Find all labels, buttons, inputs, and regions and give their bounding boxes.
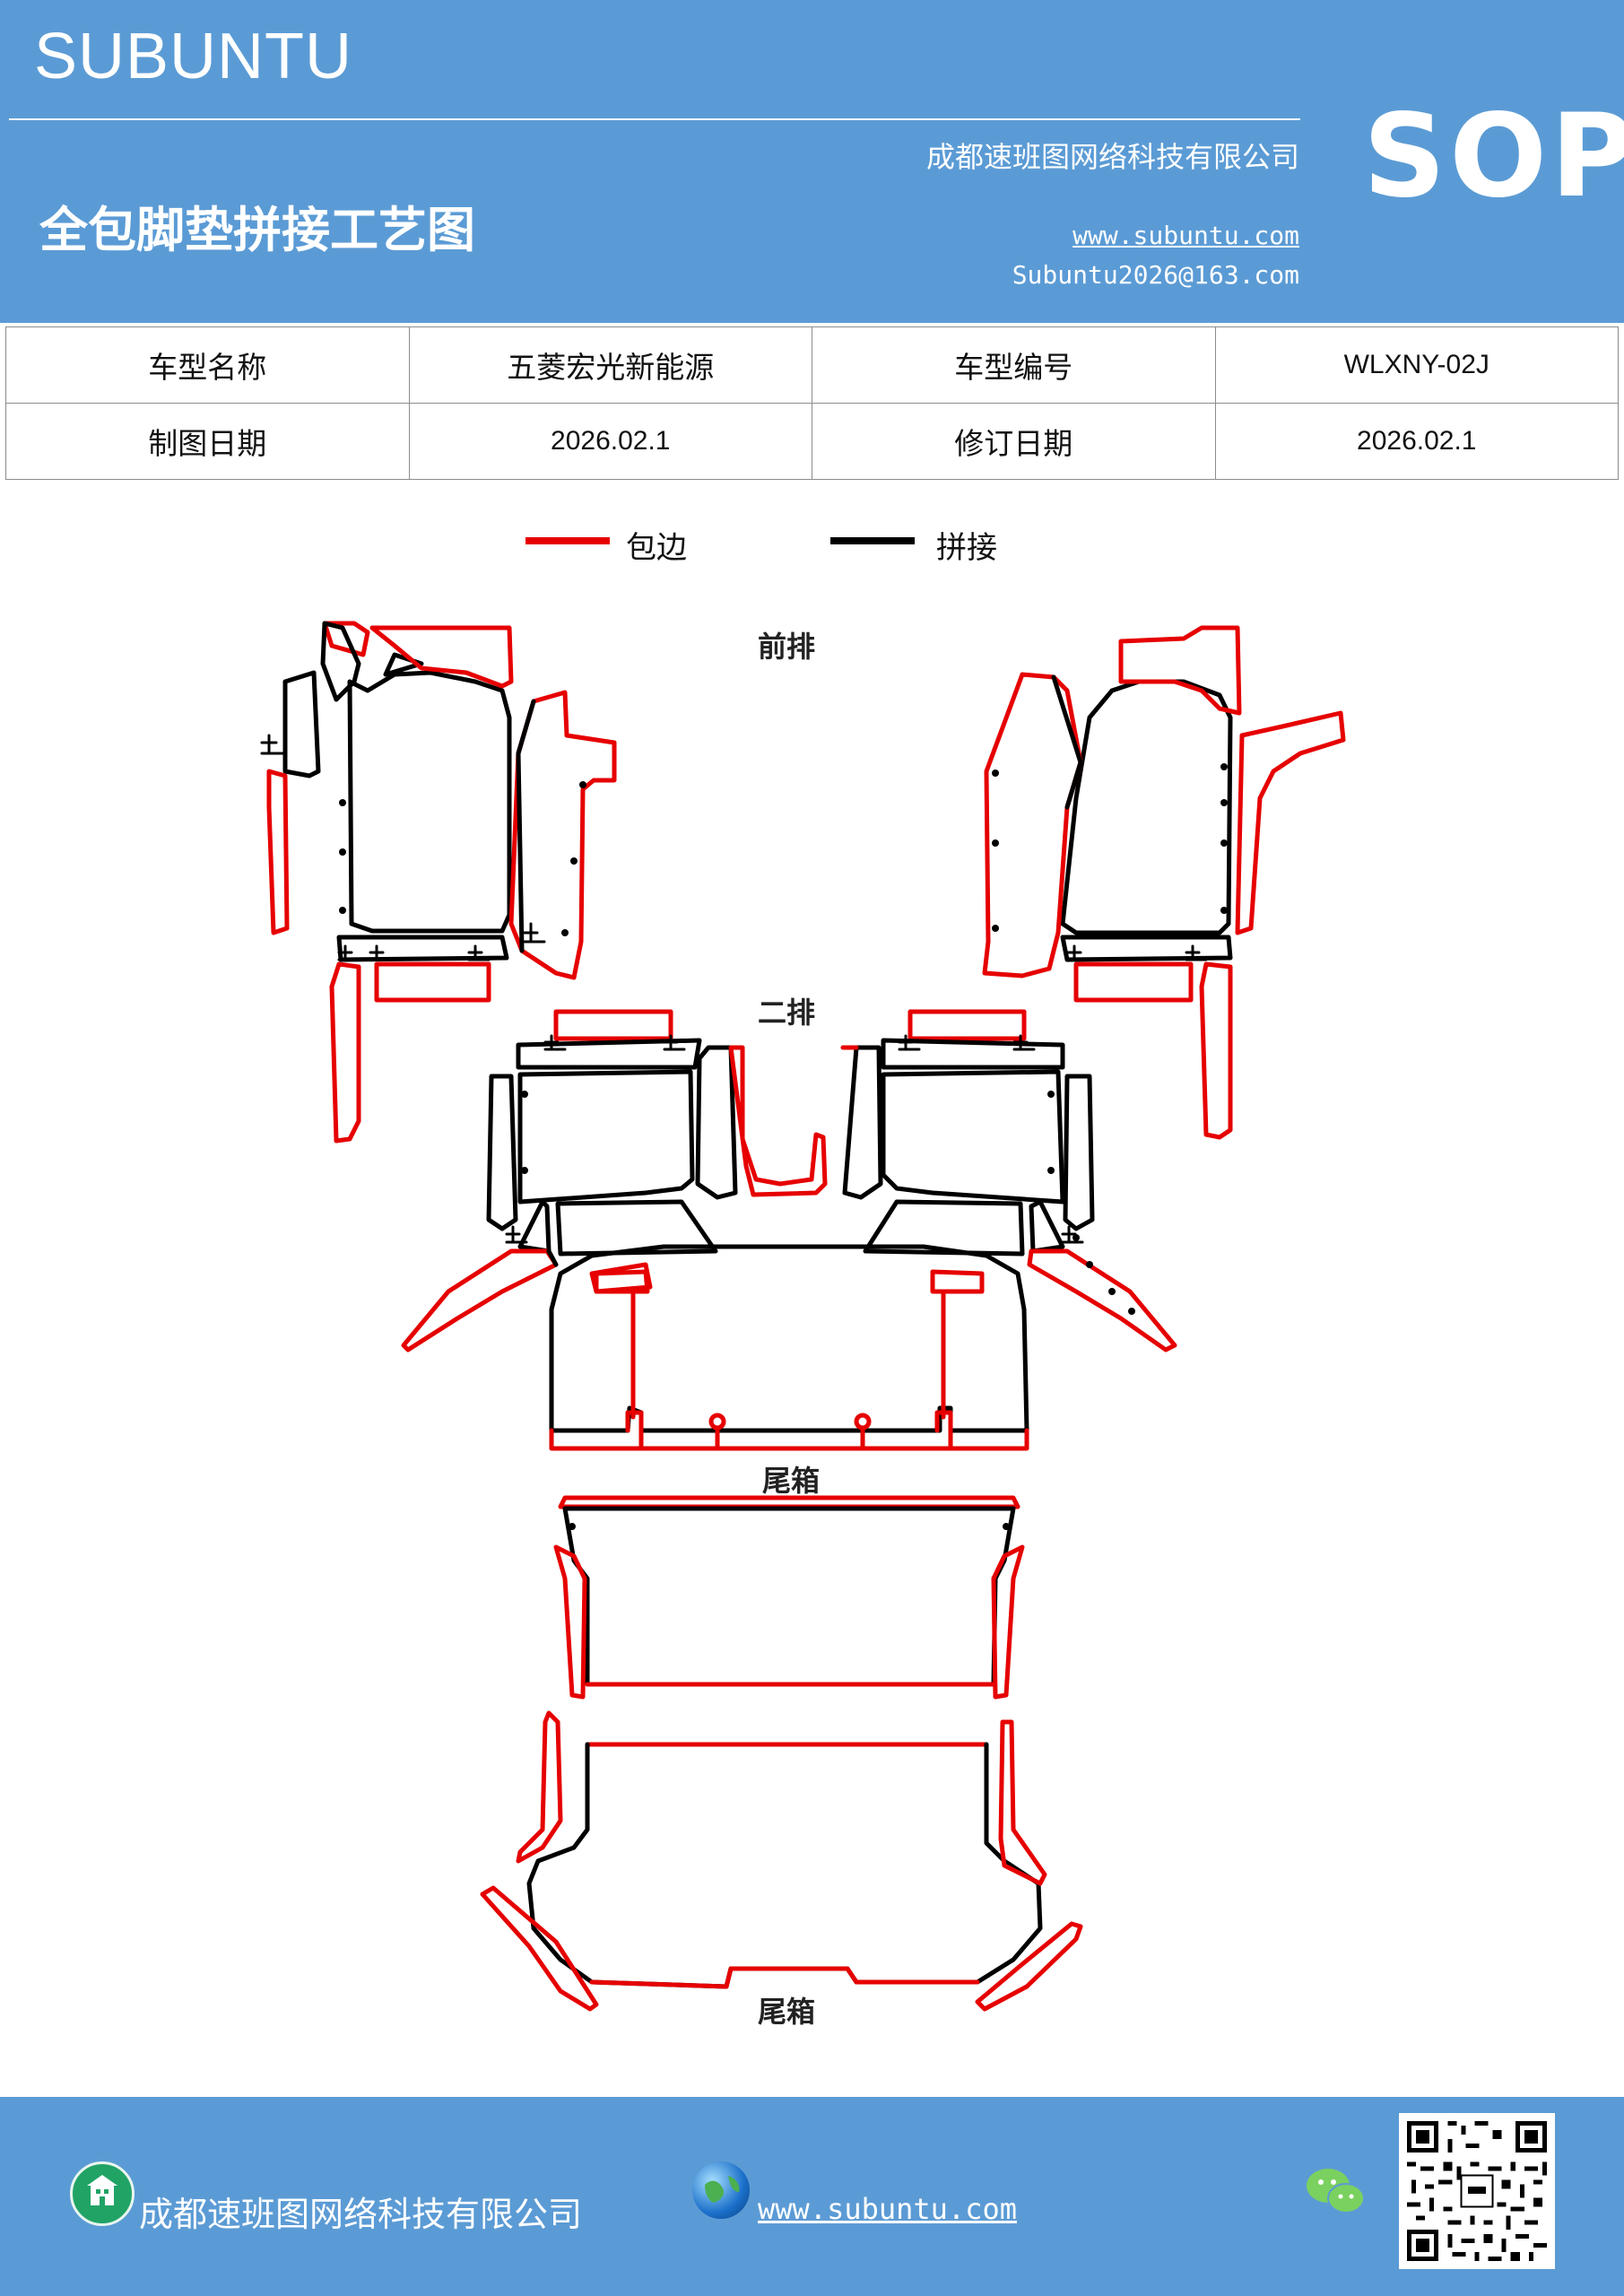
wechat-icon — [1305, 2164, 1368, 2218]
globe-icon — [692, 2161, 750, 2219]
header-banner: SUBUNTU 成都速班图网络科技有限公司 SOP 全包脚垫拼接工艺图 www.… — [0, 0, 1624, 323]
document-title: 全包脚垫拼接工艺图 — [39, 201, 475, 258]
section-label-trunk-upper: 尾箱 — [762, 1464, 821, 1498]
brand-logo: SUBUNTU — [34, 21, 353, 92]
sop-badge: SOP — [1363, 90, 1624, 223]
middle-floor-mat — [549, 1244, 1029, 1451]
trunk-upper-mats — [553, 1495, 1025, 1700]
footer-company-name: 成都速班图网络科技有限公司 — [139, 2195, 583, 2234]
footer-website-link[interactable]: www.subuntu.com — [758, 2192, 1017, 2226]
qr-code — [1399, 2113, 1555, 2269]
section-label-front: 前排 — [758, 630, 816, 664]
table-cell: 车型名称 — [5, 326, 410, 404]
table-cell: 修订日期 — [812, 403, 1216, 480]
header-divider — [9, 118, 1300, 120]
joint-marks — [260, 734, 1208, 1244]
building-icon — [70, 2161, 135, 2226]
company-name: 成都速班图网络科技有限公司 — [925, 140, 1299, 174]
footer-banner: 成都速班图网络科技有限公司 www.subuntu.com — [0, 2097, 1624, 2296]
trunk-lower-mats — [480, 1710, 1083, 2012]
table-cell: 2026.02.1 — [1214, 403, 1619, 480]
front-right-mats — [982, 625, 1346, 1140]
legend: 包边 拼接 — [0, 523, 1624, 568]
table-cell: 制图日期 — [5, 403, 410, 480]
legend-label-joint: 拼接 — [936, 530, 997, 566]
table-row: 车型名称 五菱宏光新能源 车型编号 WLXNY-02J — [5, 326, 1619, 404]
second-row-right-mats — [840, 1009, 1177, 1352]
vehicle-info-table: 车型名称 五菱宏光新能源 车型编号 WLXNY-02J 制图日期 2026.02… — [5, 326, 1619, 480]
table-cell: 2026.02.1 — [408, 403, 812, 480]
email-address: Subuntu2026@163.com — [1012, 260, 1299, 290]
table-row: 制图日期 2026.02.1 修订日期 2026.02.1 — [5, 403, 1619, 480]
table-cell: WLXNY-02J — [1214, 326, 1619, 404]
table-cell: 五菱宏光新能源 — [408, 326, 812, 404]
front-left-mats — [266, 621, 617, 1144]
second-row-left-mats — [401, 1009, 828, 1352]
table-cell: 车型编号 — [812, 326, 1216, 404]
legend-swatch-edge — [525, 537, 610, 544]
website-link[interactable]: www.subuntu.com — [1073, 221, 1299, 250]
section-label-second: 二排 — [758, 996, 816, 1030]
legend-label-edge: 包边 — [626, 530, 687, 566]
section-label-trunk-lower: 尾箱 — [758, 1995, 816, 2029]
legend-swatch-joint — [830, 537, 915, 544]
